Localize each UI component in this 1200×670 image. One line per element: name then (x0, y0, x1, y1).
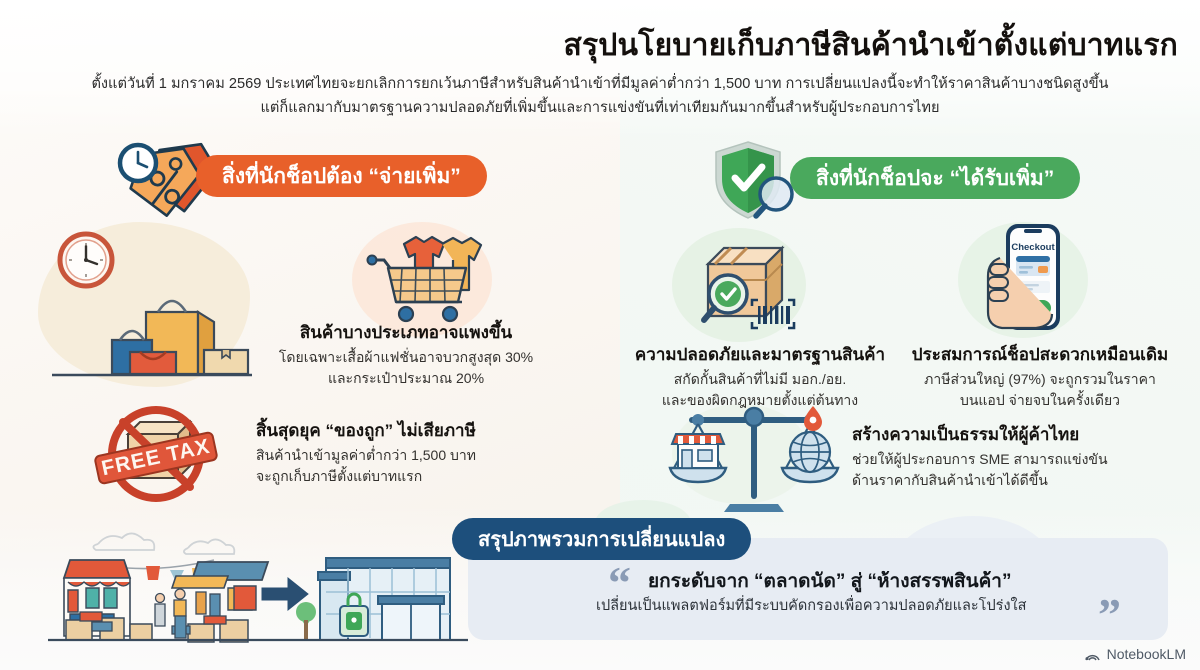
brand-footer: NotebookLM (1084, 646, 1186, 662)
shield-check-magnifier-icon (706, 136, 806, 228)
item-expensive-desc-line-1: โดยเฉพาะเสื้อผ้าแฟชั่นอาจบวกสูงสุด 30% (278, 348, 534, 365)
shopping-bags-illustration (52, 228, 252, 388)
item-convenience-title: ประสมการณ์ช็อปสะดวกเหมือนเดิม (911, 345, 1169, 364)
item-convenience-desc: ภาษีส่วนใหญ่ (97%) จะถูกรวมในราคา บนแอป … (900, 369, 1180, 411)
section-pill-get-more: สิ่งที่นักช็อปจะ “ได้รับเพิ่ม” (790, 157, 1081, 199)
phone-checkout-icon: Checkout (972, 218, 1088, 336)
item-free-tax-desc: สินค้านำเข้ามูลค่าต่ำกว่า 1,500 บาท จะถู… (256, 445, 556, 487)
item-expensive-desc: โดยเฉพาะเสื้อผ้าแฟชั่นอาจบวกสูงสุด 30% แ… (256, 347, 556, 389)
page-title: สรุปนโยบายเก็บภาษีสินค้านำเข้าตั้งแต่บาท… (563, 29, 1178, 62)
page-subtitle: ตั้งแต่วันที่ 1 มกราคม 2569 ประเทศไทยจะย… (0, 72, 1200, 120)
item-expensive-title: สินค้าบางประเภทอาจแพงขึ้น (299, 323, 513, 342)
item-fairness-title: สร้างความเป็นธรรมให้ผู้ค้าไทย (852, 425, 1080, 444)
item-fairness-desc-line-1: ช่วยให้ผู้ประกอบการ SME สามารถแข่งขัน (852, 450, 1108, 467)
item-expensive-desc-line-2: และกระเป๋าประมาณ 20% (327, 369, 485, 386)
brand-name: NotebookLM (1106, 646, 1186, 662)
item-fairness-desc: ช่วยให้ผู้ประกอบการ SME สามารถแข่งขัน ด้… (852, 449, 1182, 491)
summary-pill: สรุปภาพรวมการเปลี่ยนแปลง (452, 518, 752, 560)
item-free-tax-desc-line-1: สินค้านำเข้ามูลค่าต่ำกว่า 1,500 บาท (256, 446, 476, 463)
phone-checkout-label: Checkout (1011, 242, 1055, 253)
item-safety-desc-line-1: สกัดกั้นสินค้าที่ไม่มี มอก./อย. (673, 370, 847, 387)
item-convenience-desc-line-2: บนแอป จ่ายจบในครั้งเดียว (959, 391, 1121, 408)
item-safety-title: ความปลอดภัยและมาตรฐานสินค้า (634, 345, 886, 364)
notebooklm-logo-icon (1084, 647, 1101, 662)
shopping-cart-clothes-icon (346, 222, 496, 332)
quote-close-mark: ” (1098, 589, 1121, 640)
item-expensive-goods: สินค้าบางประเภทอาจแพงขึ้น โดยเฉพาะเสื้อผ… (256, 322, 556, 389)
item-safety-desc-line-2: และของผิดกฎหมายตั้งแต่ต้นทาง (661, 391, 859, 408)
box-inspection-icon (686, 228, 806, 340)
item-shopping-convenience: ประสมการณ์ช็อปสะดวกเหมือนเดิม ภาษีส่วนให… (900, 344, 1180, 411)
item-fairness-desc-line-2: ด้านราคากับสินค้านำเข้าได้ดีขึ้น (852, 471, 1048, 488)
summary-quote-subline: เปลี่ยนเป็นแพลตฟอร์มที่มีระบบคัดกรองเพื่… (596, 598, 1027, 614)
background-top-fade (0, 0, 1200, 140)
item-fairness-thai-sellers: สร้างความเป็นธรรมให้ผู้ค้าไทย ช่วยให้ผู้… (852, 424, 1182, 491)
market-to-mall-illustration (48, 520, 468, 660)
subtitle-line-1: ตั้งแต่วันที่ 1 มกราคม 2569 ประเทศไทยจะย… (91, 76, 1109, 92)
balance-scale-icon (664, 400, 844, 515)
summary-quote-headline: ยกระดับจาก “ตลาดนัด” สู่ “ห้างสรรพสินค้า… (648, 571, 1012, 592)
item-free-tax-title: สิ้นสุดยุค “ของถูก” ไม่เสียภาษี (256, 421, 476, 440)
item-free-tax-desc-line-2: จะถูกเก็บภาษีตั้งแต่บาทแรก (256, 467, 423, 484)
item-safety-standards: ความปลอดภัยและมาตรฐานสินค้า สกัดกั้นสินค… (620, 344, 900, 411)
quote-open-mark: “ (608, 557, 631, 608)
item-safety-desc: สกัดกั้นสินค้าที่ไม่มี มอก./อย. และของผิ… (620, 369, 900, 411)
price-tag-clock-icon (102, 136, 224, 228)
item-convenience-desc-line-1: ภาษีส่วนใหญ่ (97%) จะถูกรวมในราคา (924, 370, 1156, 387)
section-pill-pay-more: สิ่งที่นักช็อปต้อง “จ่ายเพิ่ม” (196, 155, 487, 197)
item-free-tax-ends: สิ้นสุดยุค “ของถูก” ไม่เสียภาษี สินค้านำ… (256, 420, 556, 487)
no-free-tax-icon: FREE TAX (76, 400, 236, 508)
subtitle-line-2: แต่ก็แลกมากับมาตรฐานความปลอดภัยที่เพิ่มข… (260, 100, 940, 117)
